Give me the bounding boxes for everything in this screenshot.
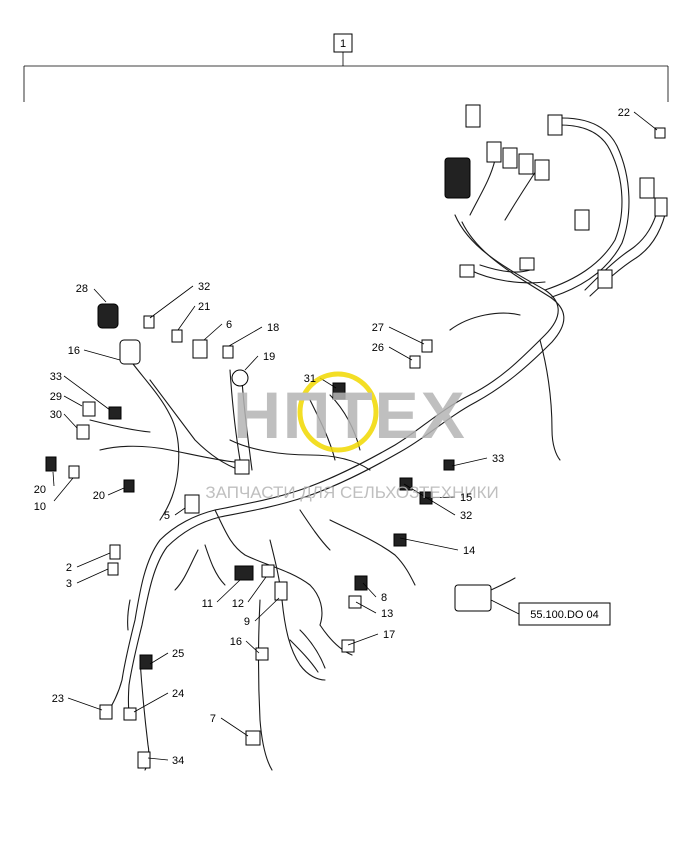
callout-8: 8 bbox=[381, 592, 387, 604]
callout-27: 27 bbox=[372, 322, 384, 334]
assembly-bracket-lines bbox=[23, 52, 669, 102]
callout-10: 10 bbox=[34, 501, 46, 513]
callout-12: 12 bbox=[232, 598, 244, 610]
reference-box-frame bbox=[518, 602, 611, 626]
watermark-tagline: ЗАПЧАСТИ ДЛЯ СЕЛЬХОЗТЕХНИКИ bbox=[205, 483, 498, 502]
callout-labels: 28 32 21 6 18 16 19 33 29 30 20 10 20 5 … bbox=[34, 107, 630, 767]
reference-box-label: 55.100.DO 04 bbox=[530, 609, 599, 621]
callout-5: 5 bbox=[164, 510, 170, 522]
callout-16: 16 bbox=[68, 345, 80, 357]
callout-34: 34 bbox=[172, 755, 184, 767]
callout-23: 23 bbox=[52, 693, 64, 705]
assembly-label: 1 bbox=[340, 38, 346, 50]
callout-7: 7 bbox=[210, 713, 216, 725]
callout-24: 24 bbox=[172, 688, 184, 700]
callout-20: 20 bbox=[93, 490, 105, 502]
callout-33: 33 bbox=[50, 371, 62, 383]
callout-15: 15 bbox=[460, 492, 472, 504]
callout-18: 18 bbox=[267, 322, 279, 334]
watermark: НПТЕХ ЗАПЧАСТИ ДЛЯ СЕЛЬХОЗТЕХНИКИ bbox=[205, 371, 499, 502]
callout-29: 29 bbox=[50, 391, 62, 403]
callout-22: 22 bbox=[618, 107, 630, 119]
callout-19: 19 bbox=[263, 351, 275, 363]
callout-13: 13 bbox=[381, 608, 393, 620]
assembly-bracket: 1 bbox=[23, 33, 669, 102]
callout-33-right: 33 bbox=[492, 453, 504, 465]
callout-32: 32 bbox=[198, 281, 210, 293]
callout-11: 11 bbox=[202, 598, 213, 610]
watermark-gear-icon bbox=[297, 371, 379, 453]
callout-9: 9 bbox=[244, 616, 250, 628]
callout-31: 31 bbox=[304, 373, 316, 385]
callout-16-lower: 16 bbox=[230, 636, 242, 648]
callout-3: 3 bbox=[66, 578, 72, 590]
callout-28: 28 bbox=[76, 283, 88, 295]
leader-lines bbox=[52, 111, 658, 761]
callout-14: 14 bbox=[463, 545, 475, 557]
callout-26: 26 bbox=[372, 342, 384, 354]
harness-drawing bbox=[45, 104, 668, 771]
callout-2: 2 bbox=[66, 562, 72, 574]
callout-30: 30 bbox=[50, 409, 62, 421]
watermark-brand: НПТЕХ bbox=[233, 378, 466, 452]
reference-box: 55.100.DO 04 bbox=[518, 602, 611, 626]
callout-6: 6 bbox=[226, 319, 232, 331]
callout-20-left: 20 bbox=[34, 484, 46, 496]
callout-17: 17 bbox=[383, 629, 395, 641]
callout-32-right: 32 bbox=[460, 510, 472, 522]
callout-21: 21 bbox=[198, 301, 210, 313]
callout-25: 25 bbox=[172, 648, 184, 660]
